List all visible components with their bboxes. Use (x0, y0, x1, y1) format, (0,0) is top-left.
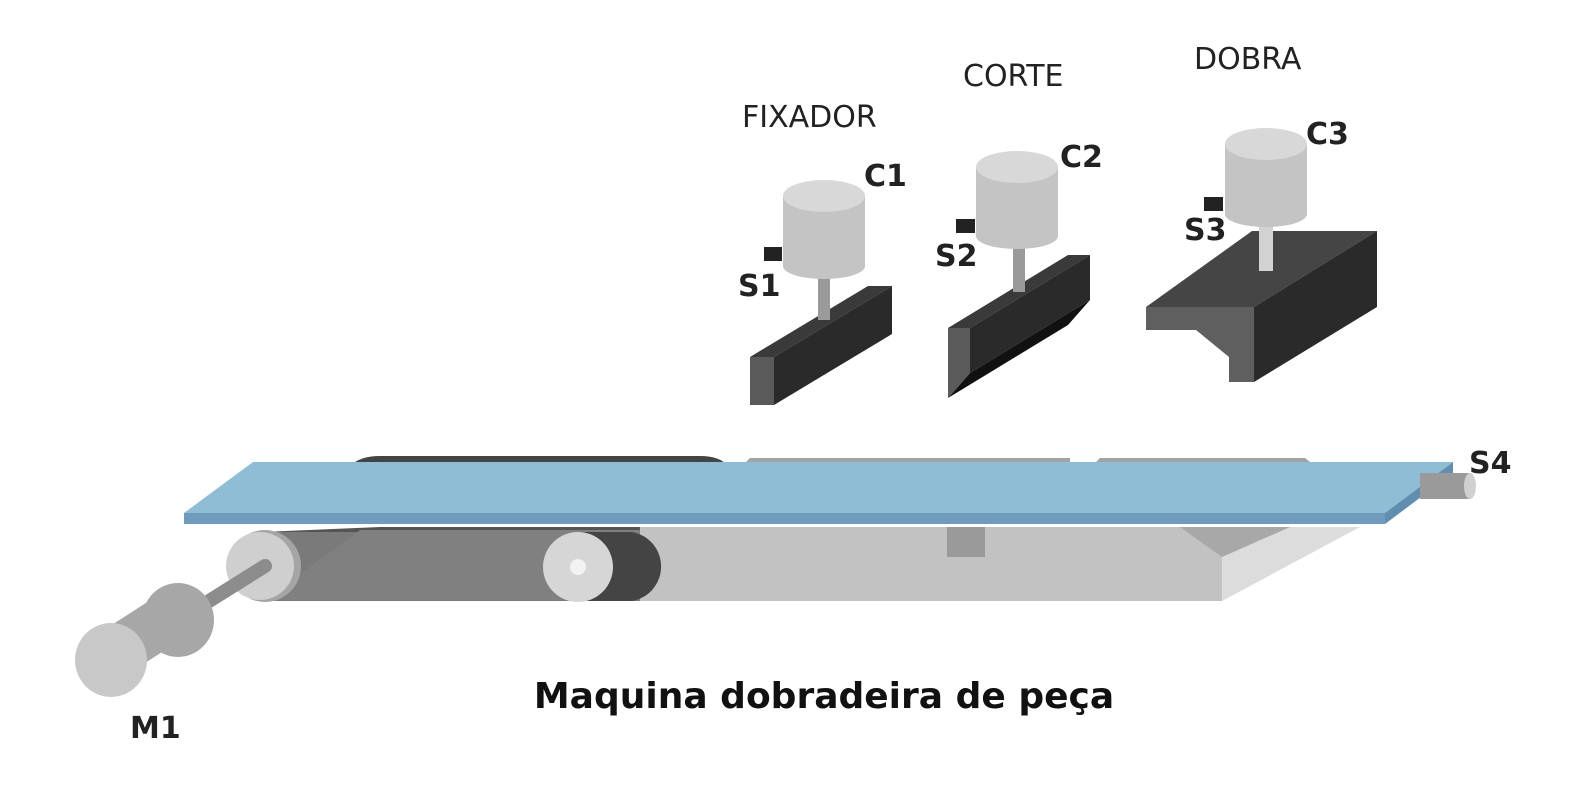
sensor-s4-body (1420, 473, 1470, 499)
sensor-s4 (1420, 473, 1476, 499)
motor-face (75, 623, 147, 697)
plate-front (184, 513, 1385, 524)
dobra-tool-side (1254, 231, 1377, 382)
sensor-s4-face (1464, 473, 1476, 499)
motor-body-end (142, 583, 214, 657)
corte-cylinder-body (976, 167, 1058, 249)
sensor-s3 (1204, 197, 1223, 211)
dobra-cylinder-top (1225, 128, 1307, 160)
corte-cylinder-top (976, 151, 1058, 183)
fixador-title: FIXADOR (742, 100, 877, 135)
fixador-tool-face (750, 357, 774, 405)
base-groove (1180, 527, 1290, 557)
belt-shadow (265, 530, 640, 600)
fixador-tool-top (750, 286, 892, 357)
label-s2: S2 (935, 239, 977, 274)
label-m1: M1 (130, 711, 181, 746)
corte-title: CORTE (963, 59, 1064, 94)
label-c3: C3 (1306, 117, 1349, 152)
dobra-tool-face (1146, 307, 1254, 382)
corte-tool-face (948, 328, 970, 398)
dobra-rod (1259, 216, 1273, 271)
station-corte (948, 151, 1090, 398)
roller-front-right-hub (570, 559, 586, 575)
label-s4: S4 (1469, 446, 1511, 481)
diagram-caption: Maquina dobradeira de peça (534, 676, 1114, 717)
label-s1: S1 (738, 269, 780, 304)
fixador-tool-side (774, 286, 892, 405)
fixador-cylinder-body (783, 196, 865, 279)
machine-base (600, 527, 1360, 601)
motor-m1 (75, 559, 272, 697)
workpiece-plate (184, 462, 1453, 524)
plate-top (184, 462, 1453, 513)
label-c1: C1 (864, 159, 907, 194)
sensor-s1 (764, 247, 782, 261)
corte-tool-side (970, 255, 1090, 373)
base-front (600, 527, 1222, 601)
base-slot (947, 527, 985, 557)
dobra-cylinder-body (1225, 144, 1307, 227)
sensor-s2 (956, 219, 975, 233)
label-s3: S3 (1184, 213, 1226, 248)
dobra-title: DOBRA (1194, 42, 1302, 77)
corte-rod (1013, 238, 1025, 292)
station-fixador (750, 180, 892, 405)
label-c2: C2 (1060, 140, 1103, 175)
base-side (1222, 527, 1360, 601)
fixador-cylinder-top (783, 180, 865, 212)
corte-blade (948, 300, 1090, 398)
station-dobra (1146, 128, 1377, 382)
